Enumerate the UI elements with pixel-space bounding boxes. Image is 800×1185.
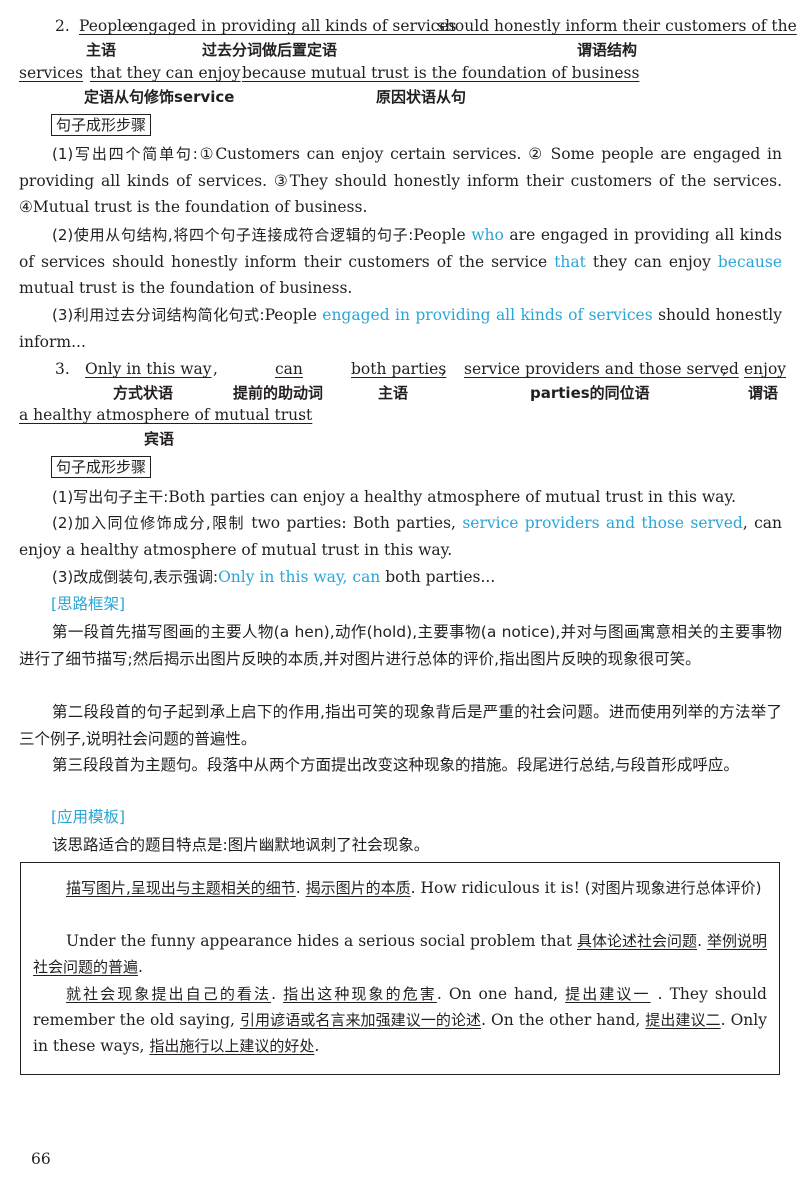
item3-label-can: 提前的助动词 xyxy=(233,384,324,402)
item3-comma1: , xyxy=(213,360,218,378)
template-b2-end: . xyxy=(138,958,143,976)
item2-label-relative: 定语从句修饰service xyxy=(84,88,235,106)
template-intro: 该思路适合的题目特点是:图片幽默地讽刺了社会现象。 xyxy=(52,836,430,854)
item2-predicate: should honestly inform their customers o… xyxy=(437,17,797,35)
item2-step1-label: (1)写出四个简单句: xyxy=(52,145,198,163)
template-b1-note: (对图片现象进行总体评价) xyxy=(584,879,762,897)
item2-step3-label: (3)利用过去分词结构简化句式: xyxy=(52,306,265,324)
item2-subject: People xyxy=(79,17,132,35)
template-b3-end: . xyxy=(314,1037,320,1055)
template-suggestion-2: 提出建议二 xyxy=(645,1011,721,1029)
template-b2-text: Under the funny appearance hides a serio… xyxy=(66,932,577,950)
item2-step2-because: because xyxy=(717,252,782,271)
template-b3-text-b: . They should remember the old saying, xyxy=(33,985,767,1029)
item2-step2: (2)使用从句结构,将四个句子连接成符合逻辑的句子:People who are… xyxy=(19,222,782,302)
item3-can: can xyxy=(275,360,303,378)
template-suggestion-1: 提出建议一 xyxy=(565,985,651,1003)
template-box: 描写图片,呈现出与主题相关的细节. 揭示图片的本质. How ridiculou… xyxy=(20,862,780,1075)
template-give-examples: 举例说明社会问题的普遍 xyxy=(33,932,767,976)
item2-participle: engaged in providing all kinds of servic… xyxy=(129,17,457,35)
item2-step2-text-d: mutual trust is the foundation of busine… xyxy=(19,279,353,297)
item2-label-subject: 主语 xyxy=(86,41,117,59)
item3-step1-label: (1)写出句子主干: xyxy=(52,488,169,506)
item2-step3-text-b: should honestly inform... xyxy=(19,306,782,351)
item3-step2: (2)加入同位修饰成分,限制 two parties: Both parties… xyxy=(19,510,782,563)
item2-step1: (1)写出四个简单句:①Customers can enjoy certain … xyxy=(19,141,782,221)
item2-label-predicate: 谓语结构 xyxy=(577,41,638,59)
template-box-paragraph-3: 就社会现象提出自己的看法. 指出这种现象的危害. On one hand, 提出… xyxy=(33,981,767,1059)
item3-step3-text-b: both parties... xyxy=(380,568,496,586)
item2-step2-that: that xyxy=(554,252,586,271)
template-b3-text-c: . On the other hand, xyxy=(481,1011,646,1029)
item2-label-reason: 原因状语从句 xyxy=(376,88,467,106)
item3-label-predicate: 谓语 xyxy=(748,384,779,402)
item3-label-way: 方式状语 xyxy=(113,384,174,402)
item3-appos: service providers and those served xyxy=(464,360,739,378)
item3-enjoy: enjoy xyxy=(744,360,787,378)
page-number: 66 xyxy=(31,1150,51,1168)
item3-object: a healthy atmosphere of mutual trust xyxy=(19,406,313,424)
item3-period: . xyxy=(298,406,303,424)
framework-paragraph-1: 第一段首先描写图画的主要人物(a hen),动作(hold),主要事物(a no… xyxy=(19,623,782,668)
template-b1-sep: . xyxy=(295,879,306,897)
item2-services: services xyxy=(19,64,84,82)
item2-step2-text-c: they can enjoy xyxy=(585,252,718,271)
template-describe-picture: 描写图片,呈现出与主题相关的细节 xyxy=(66,879,296,897)
item2-step3-text-a: People xyxy=(264,306,323,324)
item2-label-participle: 过去分词做后置定语 xyxy=(202,41,338,59)
template-b3-text-a: . On one hand, xyxy=(436,985,566,1003)
item3-comma2: , xyxy=(441,360,446,378)
item2-number: 2. xyxy=(55,17,70,35)
item3-step1-text: Both parties can enjoy a healthy atmosph… xyxy=(168,488,737,506)
template-b2-sep: . xyxy=(697,932,707,950)
item3-step2-label: (2)加入同位修饰成分,限制 xyxy=(52,514,245,532)
template-benefits: 指出施行以上建议的好处 xyxy=(149,1037,315,1055)
item2-steps-title: 句子成形步骤 xyxy=(51,114,152,136)
item3-label-subject: 主语 xyxy=(378,384,409,402)
item3-comma3: , xyxy=(722,360,727,378)
template-b3-text-d: . Only in these ways, xyxy=(33,1011,767,1055)
item3-step3-blue: Only in this way, can xyxy=(218,568,381,586)
template-opinion: 就社会现象提出自己的看法 xyxy=(66,985,272,1003)
item2-relative: that they can enjoy xyxy=(90,64,241,82)
framework-paragraph-3: 第三段段首为主题句。段落中从两个方面提出改变这种现象的措施。段尾进行总结,与段首… xyxy=(52,756,739,774)
template-title: [应用模板] xyxy=(51,808,126,826)
template-harm: 指出这种现象的危害 xyxy=(283,985,437,1003)
item2-step2-text-a: People xyxy=(413,226,472,244)
item3-label-object: 宾语 xyxy=(144,430,175,448)
item2-step2-text-b: are engaged in providing all kinds of se… xyxy=(19,226,783,271)
template-quote: 引用谚语或名言来加强建议一的论述 xyxy=(239,1011,482,1029)
item2-reason: because mutual trust is the foundation o… xyxy=(242,64,640,82)
item2-step1-text: ①Customers can enjoy certain services. ②… xyxy=(19,145,782,216)
template-b3-sep: . xyxy=(271,985,284,1003)
item3-number: 3. xyxy=(55,360,70,378)
item2-period: . xyxy=(617,64,622,82)
item3-step2-blue: service providers and those served xyxy=(462,514,743,532)
template-box-paragraph-1: 描写图片,呈现出与主题相关的细节. 揭示图片的本质. How ridiculou… xyxy=(33,875,767,901)
template-b1-text: . How ridiculous it is! xyxy=(410,879,585,897)
item3-label-appos: parties的同位语 xyxy=(530,384,650,402)
template-discuss-problem: 具体论述社会问题 xyxy=(576,932,698,950)
item2-step2-who: who xyxy=(471,226,504,244)
item3-step1: (1)写出句子主干:Both parties can enjoy a healt… xyxy=(19,484,782,511)
item3-step3: (3)改成倒装句,表示强调:Only in this way, can both… xyxy=(19,564,782,591)
item3-steps-title: 句子成形步骤 xyxy=(51,456,152,478)
item3-way: Only in this way xyxy=(85,360,212,378)
item3-step2-text-a: two parties: Both parties, xyxy=(244,514,463,532)
item2-step3-blue: engaged in providing all kinds of servic… xyxy=(322,306,653,324)
item3-step2-text-b: , can enjoy a healthy atmosphere of mutu… xyxy=(19,514,782,559)
item3-both: both parties xyxy=(351,360,447,378)
item2-step3: (3)利用过去分词结构简化句式:People engaged in provid… xyxy=(19,302,782,355)
framework-paragraph-2: 第二段段首的句子起到承上启下的作用,指出可笑的现象背后是严重的社会问题。进而使用… xyxy=(19,703,782,748)
template-box-paragraph-2: Under the funny appearance hides a serio… xyxy=(33,928,767,980)
template-reveal-essence: 揭示图片的本质 xyxy=(305,879,411,897)
item3-step3-label: (3)改成倒装句,表示强调: xyxy=(52,568,219,586)
framework-title: [思路框架] xyxy=(51,595,126,613)
item2-step2-label: (2)使用从句结构,将四个句子连接成符合逻辑的句子: xyxy=(52,226,414,244)
